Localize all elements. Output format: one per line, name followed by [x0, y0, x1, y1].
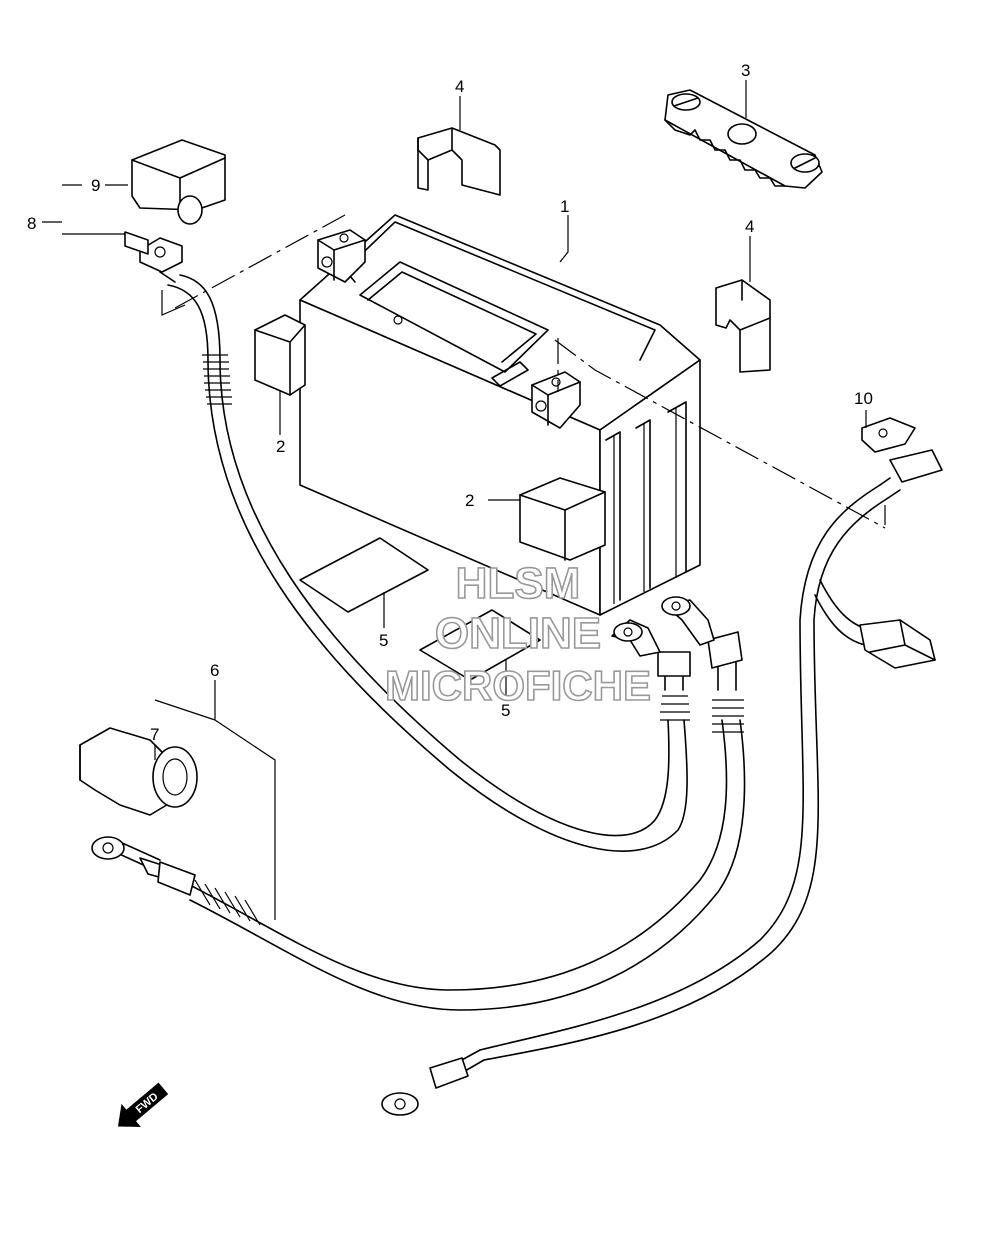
callout-5-left: 5 [379, 631, 388, 650]
callout-labels: 1 2 2 3 4 4 5 5 6 7 8 9 10 [27, 61, 873, 744]
watermark-line-3: MICROFICHE [385, 662, 651, 709]
fwd-direction-arrow: FWD [117, 1082, 169, 1127]
callout-10: 10 [854, 389, 873, 408]
ground-lead[interactable] [381, 417, 943, 1116]
callout-2-right: 2 [465, 491, 474, 510]
battery[interactable] [299, 214, 701, 616]
callout-4-top: 4 [455, 77, 464, 96]
leader-lines [42, 80, 886, 920]
callout-4-right: 4 [745, 217, 754, 236]
spacer-right[interactable] [715, 279, 771, 373]
callout-6: 6 [210, 661, 219, 680]
spacer-top[interactable] [417, 127, 501, 196]
callout-8: 8 [27, 214, 36, 233]
terminal-cover-right[interactable] [519, 477, 606, 561]
fwd-arrow-icon [117, 1082, 169, 1127]
battery-lead-negative[interactable] [91, 596, 746, 1011]
watermark: HLSM ONLINE MICROFICHE [384, 558, 652, 710]
callout-1: 1 [560, 197, 569, 216]
callout-5-right: 5 [501, 701, 510, 720]
battery-lead-positive[interactable] [124, 231, 691, 852]
terminal-cover-left[interactable] [254, 314, 306, 396]
callout-9: 9 [91, 176, 100, 195]
battery-holder-plate[interactable] [664, 89, 823, 189]
callout-7: 7 [150, 725, 159, 744]
callout-2-left: 2 [276, 437, 285, 456]
watermark-line-1: HLSM [456, 559, 581, 608]
terminal-cap[interactable] [131, 139, 226, 225]
pad-left[interactable] [299, 537, 429, 613]
callout-3: 3 [741, 61, 750, 80]
terminal-boot[interactable] [79, 727, 198, 816]
pad-right[interactable] [419, 609, 541, 681]
watermark-line-2: ONLINE [435, 609, 601, 658]
